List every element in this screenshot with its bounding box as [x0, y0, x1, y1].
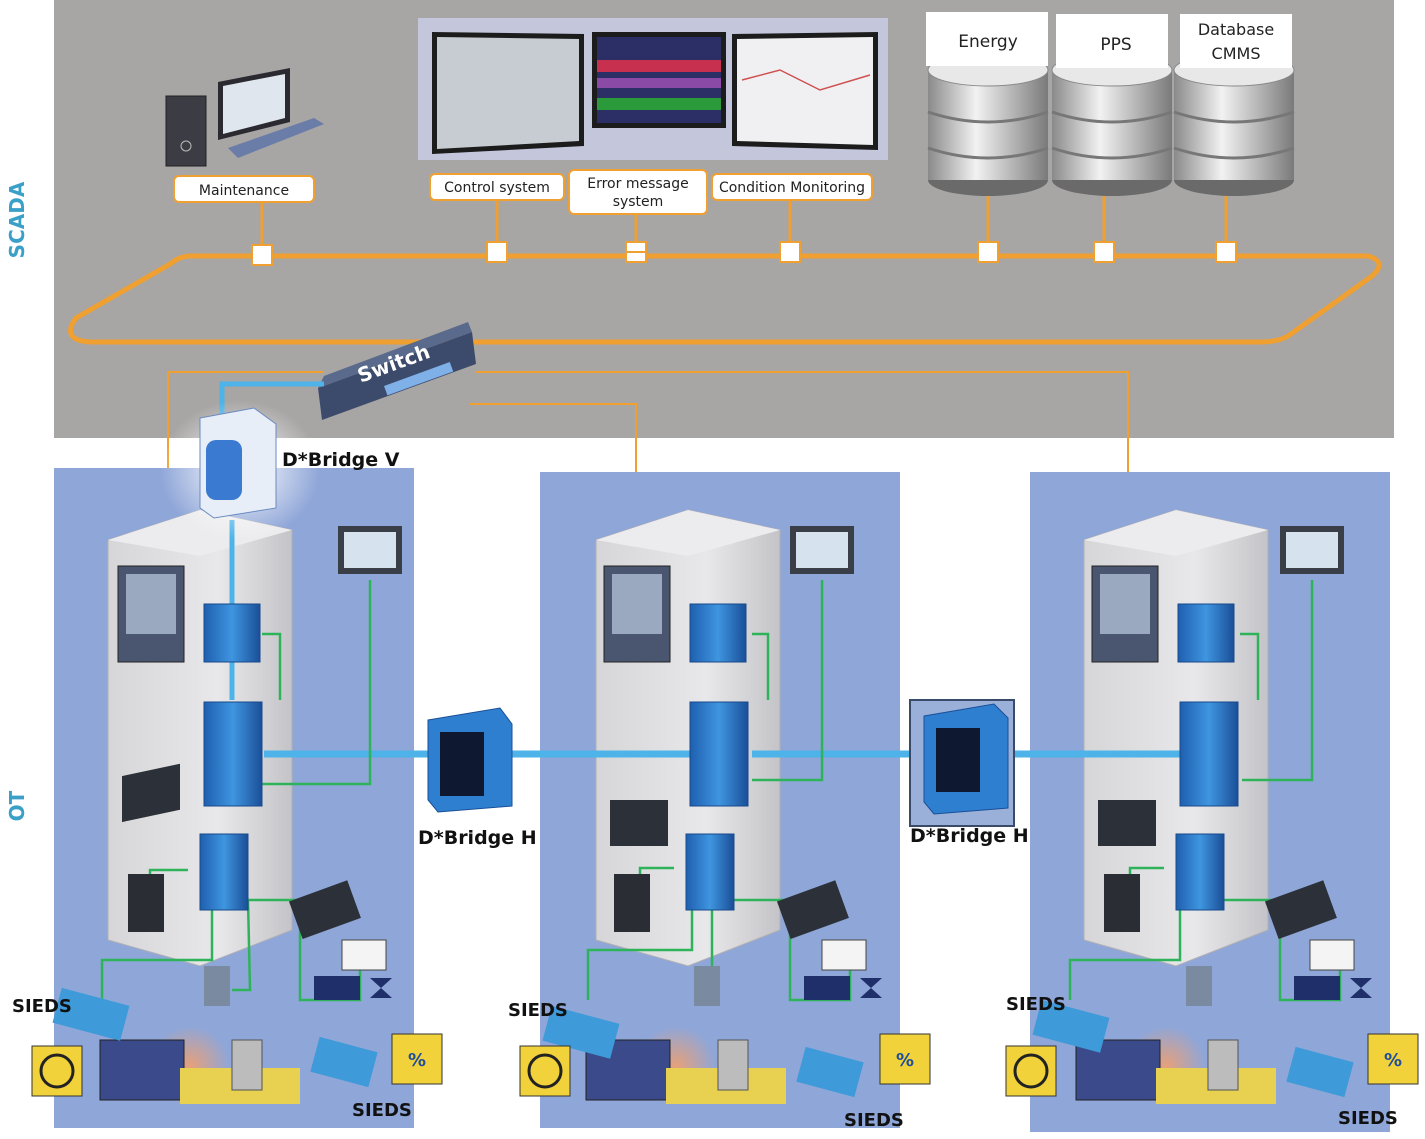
sieds-label-cell3-top: SIEDS [1006, 994, 1066, 1015]
ot-section-label: OT [5, 790, 29, 821]
control-system-label: Control system [444, 180, 550, 196]
svg-text:%: % [1384, 1050, 1402, 1071]
bridge-v-device [160, 400, 320, 540]
sieds-label-cell3-bottom: SIEDS [1338, 1108, 1398, 1129]
condition-monitoring-label: Condition Monitoring [719, 180, 865, 196]
maintenance-workstation [165, 68, 324, 167]
energy-label: Energy [958, 32, 1018, 52]
cell-3-field: % [1005, 939, 1419, 1106]
energy-label-box [926, 12, 1048, 66]
database-pps [1051, 53, 1173, 196]
database-label-line1: Database [1198, 20, 1274, 39]
cell-2-field: % [519, 939, 931, 1106]
scada-monitor-group [418, 18, 888, 160]
maintenance-label: Maintenance [199, 183, 289, 199]
maintenance-label-box [173, 175, 315, 203]
sieds-label-cell2-bottom: SIEDS [844, 1110, 904, 1131]
bridge-h-device-2 [909, 699, 1015, 827]
cell-1-devices [117, 526, 402, 940]
bridge-h-label-2: D*Bridge H [910, 825, 1029, 847]
cmms-label-box [1180, 14, 1292, 68]
pps-label: PPS [1100, 35, 1131, 55]
cell-3-devices [1091, 526, 1344, 940]
database-label-line2: CMMS [1212, 44, 1261, 63]
error-message-label-box [568, 169, 708, 215]
database-energy [927, 53, 1049, 196]
bridge-v-label: D*Bridge V [282, 449, 400, 471]
scada-section-label: SCADA [5, 181, 29, 258]
svg-text:%: % [896, 1050, 914, 1071]
cell-2-devices [603, 526, 854, 940]
scada-ethernet-ring [67, 253, 1382, 345]
sieds-label-cell1-bottom: SIEDS [352, 1100, 412, 1121]
pps-label-box [1056, 14, 1168, 68]
cell-1-field: % [31, 939, 443, 1106]
error-message-label-line2: system [613, 194, 664, 210]
sieds-label-cell1-top: SIEDS [12, 996, 72, 1017]
bridge-h-device-1 [427, 707, 513, 813]
database-cmms [1173, 53, 1295, 196]
error-message-label-line1: Error message [587, 176, 689, 192]
network-switch [318, 322, 476, 420]
svg-text:%: % [408, 1050, 426, 1071]
sieds-label-cell2-top: SIEDS [508, 1000, 568, 1021]
condition-monitoring-label-box [711, 173, 873, 201]
bridge-h-label-1: D*Bridge H [418, 827, 537, 849]
